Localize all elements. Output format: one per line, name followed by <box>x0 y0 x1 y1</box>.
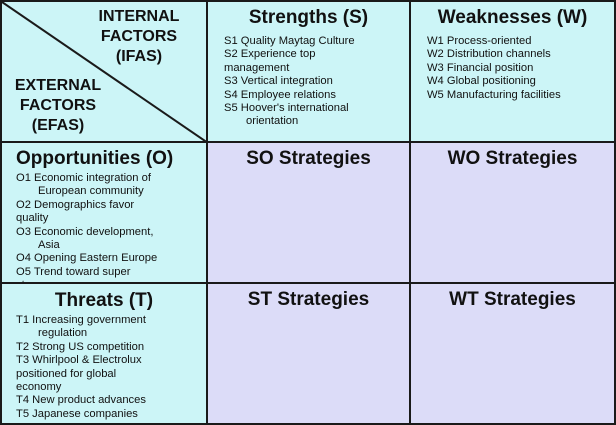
external-line-1: EXTERNAL <box>14 77 102 94</box>
strengths-heading: Strengths (S) <box>248 7 369 28</box>
threats-item-text: T4 New product advances <box>16 394 146 407</box>
opportunities-item-continuation: Asia <box>38 239 60 252</box>
strengths-item-text: S2 Experience top <box>224 48 316 61</box>
threats-item-text: T5 Japanese companies <box>16 407 138 420</box>
strengths-item: S3 Vertical integration <box>224 75 405 88</box>
strengths-item: S4 Employee relations <box>224 89 405 102</box>
so-strategies-heading: SO Strategies <box>246 148 371 169</box>
strengths-item-continuation: orientation <box>246 115 299 128</box>
wo-strategies-cell: WO Strategies <box>409 141 616 284</box>
factors-corner-cell: INTERNAL FACTORS (IFAS) EXTERNAL FACTORS… <box>0 0 208 143</box>
strengths-item-text: S5 Hoover's international <box>224 102 349 115</box>
strengths-item: S1 Quality Maytag Culture <box>224 35 405 48</box>
strengths-item-continuation: management <box>224 61 290 74</box>
wt-strategies-heading: WT Strategies <box>449 289 576 310</box>
weaknesses-item-text: W3 Financial position <box>427 61 534 74</box>
threats-item: T5 Japanese companies <box>16 408 202 421</box>
opportunities-item-text: O2 Demographics favor <box>16 198 135 211</box>
external-line-2: FACTORS <box>19 97 97 114</box>
weaknesses-item-text: W1 Process-oriented <box>427 35 532 47</box>
threats-item: T4 New product advances <box>16 394 202 407</box>
threats-item-text: T3 Whirlpool & Electrolux <box>16 354 142 367</box>
opportunities-item: O5 Trend toward superstores <box>16 265 202 282</box>
external-line-3: (EFAS) <box>31 117 85 134</box>
internal-line-3: (IFAS) <box>115 48 163 65</box>
strengths-item-text: S3 Vertical integration <box>224 75 333 88</box>
threats-item-text: T2 Strong US competition <box>16 340 145 353</box>
weaknesses-heading: Weaknesses (W) <box>437 7 588 28</box>
threats-heading: Threats (T) <box>54 290 154 311</box>
weaknesses-item: W2 Distribution channels <box>427 48 610 61</box>
so-strategies-cell: SO Strategies <box>206 141 411 284</box>
threats-item-continuation: regulation <box>38 327 88 340</box>
strengths-item-text: S1 Quality Maytag Culture <box>224 35 355 47</box>
opportunities-item-text: O1 Economic integration of <box>16 172 151 184</box>
opportunities-item-text: O4 Opening Eastern Europe <box>16 252 158 265</box>
opportunities-item: O3 Economic development,Asia <box>16 226 202 253</box>
weaknesses-item-text: W5 Manufacturing facilities <box>427 88 561 101</box>
weaknesses-item: W1 Process-oriented <box>427 35 610 48</box>
threats-item-text: T1 Increasing government <box>16 314 146 326</box>
strengths-item-text: S4 Employee relations <box>224 88 336 101</box>
opportunities-item-continuation: quality <box>16 212 49 225</box>
opportunities-item-continuation: European community <box>38 185 144 198</box>
weaknesses-item: W4 Global positioning <box>427 75 610 88</box>
weaknesses-item: W5 Manufacturing facilities <box>427 89 610 102</box>
opportunities-cell: Opportunities (O) O1 Economic integratio… <box>0 141 208 284</box>
opportunities-item: O4 Opening Eastern Europe <box>16 252 202 265</box>
threats-item: T2 Strong US competition <box>16 341 202 354</box>
st-strategies-heading: ST Strategies <box>247 289 370 310</box>
weaknesses-item-text: W2 Distribution channels <box>427 48 551 61</box>
opportunities-item-continuation: stores <box>16 279 202 282</box>
wt-strategies-cell: WT Strategies <box>409 282 616 425</box>
threats-item-continuation: economy <box>16 381 62 394</box>
external-factors-label: EXTERNAL FACTORS (EFAS) <box>8 76 108 136</box>
weaknesses-item-text: W4 Global positioning <box>427 75 536 88</box>
internal-line-2: FACTORS <box>100 28 178 45</box>
corner-diagonal-line <box>2 2 206 141</box>
st-strategies-cell: ST Strategies <box>206 282 411 425</box>
opportunities-item-text: O3 Economic development, <box>16 225 154 238</box>
internal-factors-label: INTERNAL FACTORS (IFAS) <box>84 7 194 67</box>
internal-line-1: INTERNAL <box>98 8 180 25</box>
opportunities-item-text: O5 Trend toward super <box>16 265 131 278</box>
wo-strategies-heading: WO Strategies <box>447 148 578 169</box>
opportunities-heading: Opportunities (O) <box>16 148 174 169</box>
threats-item-continuation: positioned for global <box>16 367 117 380</box>
weaknesses-item: W3 Financial position <box>427 62 610 75</box>
